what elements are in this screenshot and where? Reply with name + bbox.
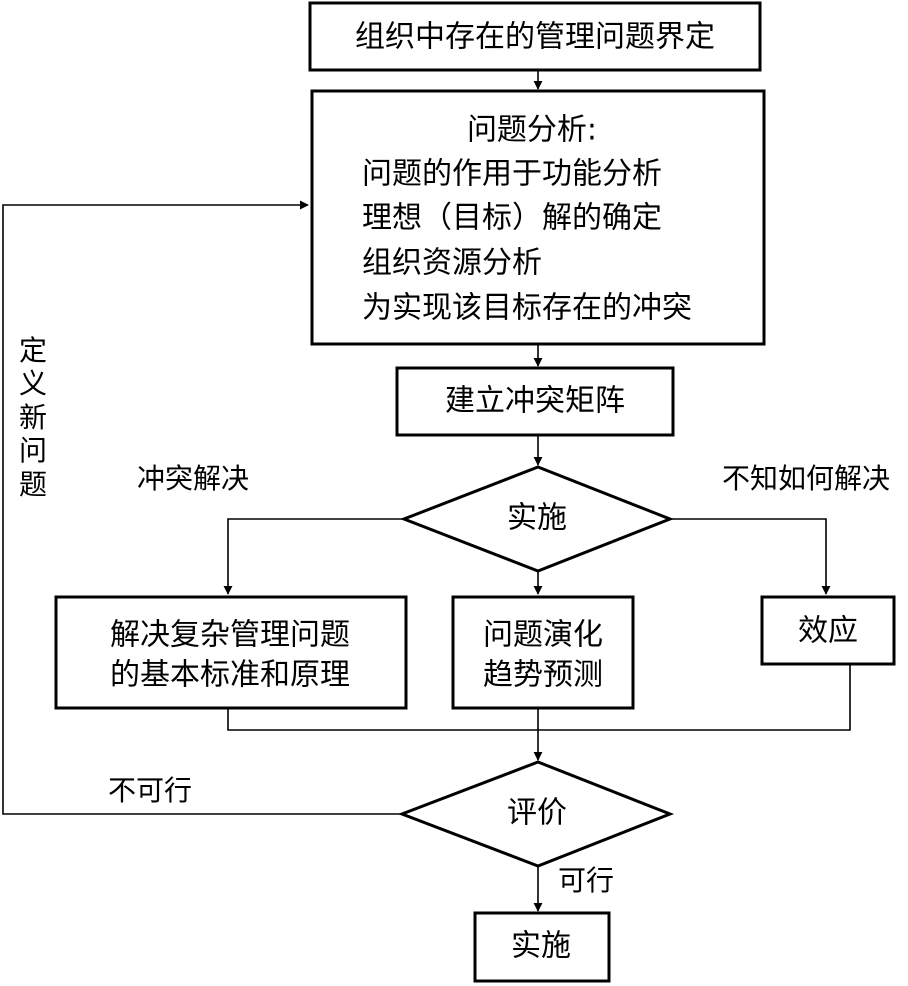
evolution-line-1: 问题演化 — [483, 618, 603, 653]
arrow-to-principles — [223, 518, 404, 595]
feedback-loop-arrow — [2, 200, 402, 815]
infeasible-label: 不可行 — [108, 774, 192, 807]
new-problem-char: 定 — [19, 334, 47, 367]
problem-definition-label: 组织中存在的管理问题界定 — [355, 20, 715, 55]
principles-line-2: 的基本标准和原理 — [110, 658, 350, 693]
analysis-item-function: 问题的作用于功能分析 — [362, 157, 662, 192]
analysis-item-resources: 组织资源分析 — [362, 246, 542, 281]
effects-label: 效应 — [798, 614, 858, 649]
unknown-solution-label: 不知如何解决 — [722, 462, 890, 495]
final-implement-label: 实施 — [511, 929, 571, 964]
final-implement-node: 实施 — [473, 911, 611, 983]
analysis-item-ideal-solution: 理想（目标）解的确定 — [362, 201, 662, 236]
analysis-title: 问题分析: — [467, 113, 597, 148]
effects-node: 效应 — [760, 595, 896, 666]
problem-analysis-node: 问题分析: 问题的作用于功能分析 理想（目标）解的确定 组织资源分析 为实现该目… — [310, 89, 766, 346]
arrow-to-effects — [670, 518, 831, 595]
conflict-matrix-node: 建立冲突矩阵 — [395, 366, 675, 437]
evaluate-decision-node: 评价 — [397, 760, 675, 868]
new-problem-char: 题 — [19, 468, 47, 501]
conflict-matrix-label: 建立冲突矩阵 — [445, 384, 625, 419]
implement-decision-node: 实施 — [399, 465, 675, 573]
principles-line-1: 解决复杂管理问题 — [110, 618, 350, 653]
evaluate-label: 评价 — [507, 796, 567, 831]
new-problem-char: 新 — [19, 401, 47, 434]
implement-decision-label: 实施 — [507, 501, 567, 536]
new-problem-label: 定 义 新 问 题 — [19, 334, 47, 501]
evolution-line-2: 趋势预测 — [483, 658, 603, 693]
conflict-resolved-label: 冲突解决 — [137, 462, 249, 495]
principles-node: 解决复杂管理问题 的基本标准和原理 — [54, 595, 408, 710]
feasible-label: 可行 — [558, 864, 614, 897]
evolution-trend-node: 问题演化 趋势预测 — [451, 595, 635, 710]
new-problem-char: 义 — [19, 367, 47, 400]
problem-definition-node: 组织中存在的管理问题界定 — [308, 1, 762, 72]
new-problem-char: 问 — [19, 434, 47, 467]
merge-line — [227, 664, 851, 731]
analysis-item-conflicts: 为实现该目标存在的冲突 — [362, 291, 692, 326]
